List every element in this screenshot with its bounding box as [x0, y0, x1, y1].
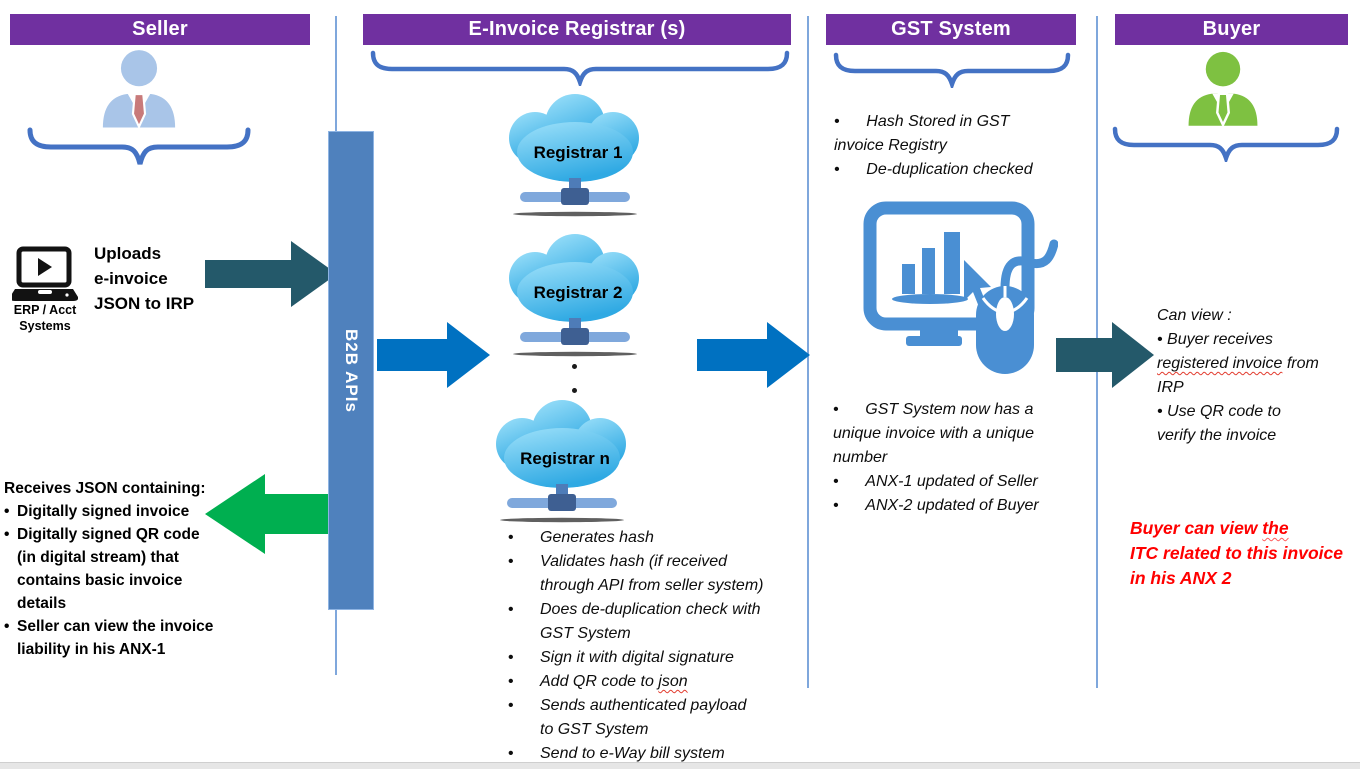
column-header-gst: GST System	[826, 14, 1076, 45]
registrar-action: Sends authenticated payload to GST Syste…	[494, 694, 824, 742]
registrar-brace-icon	[370, 50, 790, 86]
gst-bottom-bullets: GST System now has a unique invoice with…	[833, 398, 1095, 518]
column-header-registrar: E-Invoice Registrar (s)	[363, 14, 791, 45]
gst-bullet: GST System now has a unique invoice with…	[833, 398, 1095, 470]
buyer-can-view-block: Can view : Buyer receives registered inv…	[1157, 304, 1360, 448]
can-view-title: Can view :	[1157, 307, 1232, 324]
registrar-action: Generates hash	[494, 526, 824, 550]
registrar-1-label: Registrar 1	[534, 143, 623, 162]
bottom-scroll-strip	[0, 762, 1360, 769]
column-header-seller: Seller	[10, 14, 310, 45]
gst-bullet: ANX-2 updated of Buyer	[833, 494, 1095, 518]
upload-invoice-text: Uploads e-invoice JSON to IRP	[94, 244, 195, 313]
gst-bullet: De-duplication checked	[834, 158, 1090, 182]
receives-bullet: Digitally signed invoice	[4, 500, 254, 523]
arrow-seller-to-b2b	[205, 241, 337, 307]
receives-json-title: Receives JSON containing:	[4, 480, 206, 497]
column-header-buyer: Buyer	[1115, 14, 1348, 45]
arrow-gst-to-buyer	[1056, 322, 1154, 388]
buyer-bullet: Use QR code to verify the invoice	[1157, 400, 1360, 448]
registrar-action: Add QR code to json	[494, 670, 824, 694]
divider-registrar-gst	[807, 16, 809, 688]
registrar-n-label: Registrar n	[520, 449, 610, 468]
erp-systems-label: ERP / Acct Systems	[13, 303, 77, 333]
gst-top-bullets: Hash Stored in GST invoice Registry De-d…	[834, 110, 1090, 182]
b2b-apis-bar: B2B APIs	[328, 131, 374, 610]
buyer-bullet: Buyer receives registered invoice from I…	[1157, 328, 1360, 400]
erp-laptop-icon	[12, 246, 78, 301]
registrar-n-cloud-icon: Registrar n	[496, 400, 626, 523]
gst-bullet: ANX-1 updated of Seller	[833, 470, 1095, 494]
b2b-apis-label: B2B APIs	[342, 328, 361, 413]
ellipsis-dot	[572, 364, 577, 369]
registrar-1-cloud-icon: Registrar 1	[509, 94, 639, 217]
arrow-registrar-to-gst	[697, 322, 810, 388]
receives-bullet: Digitally signed QR code (in digital str…	[4, 523, 254, 615]
registrar-2-label: Registrar 2	[534, 283, 623, 302]
gst-system-monitor-icon	[863, 201, 1058, 374]
receives-json-block: Receives JSON containing: Digitally sign…	[4, 477, 254, 661]
registrar-action: Does de-duplication check with GST Syste…	[494, 598, 824, 646]
registrar-action: Sign it with digital signature	[494, 646, 824, 670]
seller-brace-icon	[27, 127, 251, 165]
seller-person-icon	[102, 50, 176, 128]
buyer-person-icon	[1188, 51, 1258, 128]
arrow-b2b-to-registrar	[377, 322, 490, 388]
gst-bullet: Hash Stored in GST invoice Registry	[834, 110, 1090, 158]
registrar-2-cloud-icon: Registrar 2	[509, 234, 639, 357]
gst-brace-icon	[833, 52, 1071, 88]
registrar-action: Validates hash (if received through API …	[494, 550, 824, 598]
buyer-itc-note: Buyer can view the ITC related to this i…	[1130, 518, 1343, 588]
registrar-action: Send to e-Way bill system	[494, 742, 824, 766]
registrar-actions-list: Generates hash Validates hash (if receiv…	[494, 526, 824, 766]
ellipsis-dot	[572, 388, 577, 393]
receives-bullet: Seller can view the invoice liability in…	[4, 615, 254, 661]
buyer-brace-icon	[1112, 126, 1340, 162]
